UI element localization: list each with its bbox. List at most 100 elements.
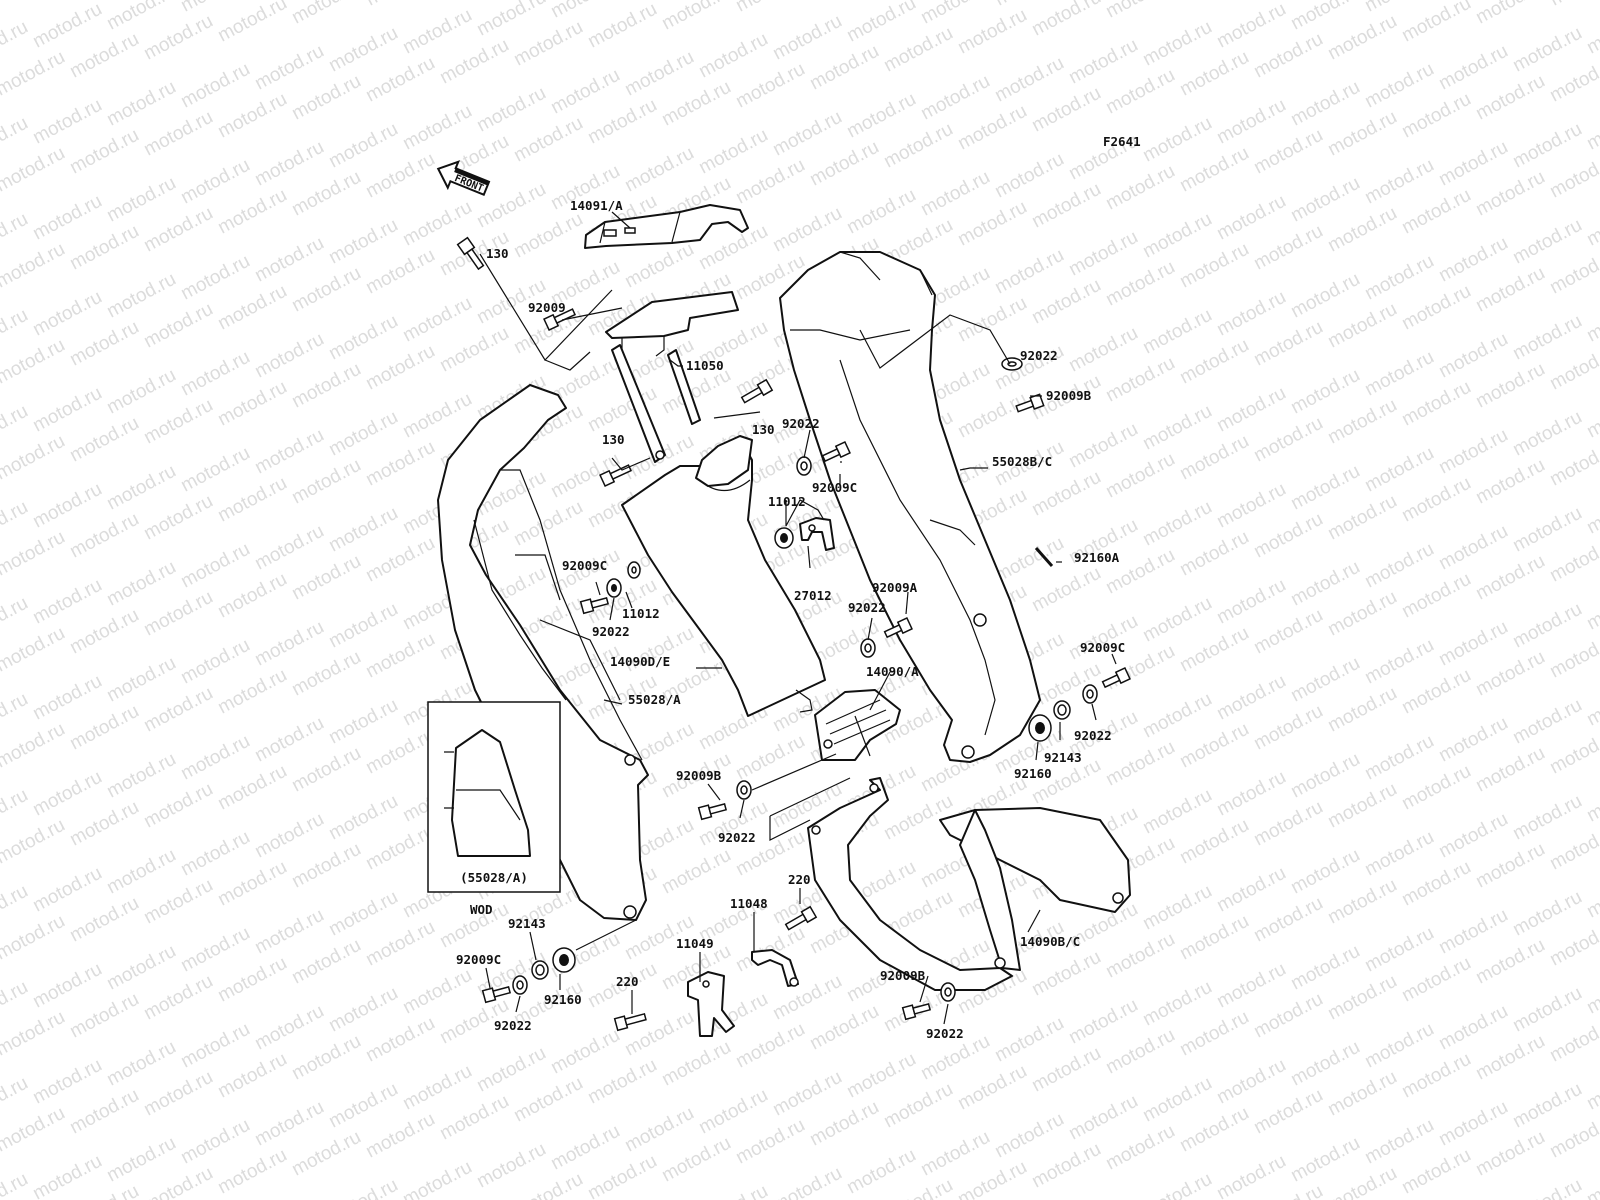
watermark-text: motod.ru: [214, 953, 290, 1007]
watermark-text: motod.ru: [399, 1157, 475, 1200]
watermark-text: motod.ru: [362, 1109, 438, 1163]
watermark-text: motod.ru: [362, 821, 438, 875]
watermark-text: motod.ru: [1250, 413, 1326, 467]
watermark-text: motod.ru: [1065, 227, 1141, 281]
watermark-text: motod.ru: [547, 1025, 623, 1079]
watermark-text: motod.ru: [1583, 1061, 1600, 1115]
watermark-text: motod.ru: [66, 221, 142, 275]
watermark-text: motod.ru: [1472, 551, 1548, 605]
watermark-text: motod.ru: [177, 443, 253, 497]
watermark-text: motod.ru: [1324, 587, 1400, 641]
inset-variant-label: WOD: [470, 902, 493, 917]
watermark-text: motod.ru: [1472, 359, 1548, 413]
lower-center-panel: [807, 777, 1013, 991]
watermark-text: motod.ru: [177, 347, 253, 401]
collar-92143-b-icon: [531, 960, 549, 980]
watermark-text: motod.ru: [399, 293, 475, 347]
watermark-text: motod.ru: [843, 185, 919, 239]
watermark-text: motod.ru: [436, 1091, 512, 1145]
watermark-text: motod.ru: [584, 1055, 660, 1109]
watermark-text: motod.ru: [0, 305, 32, 359]
watermark-text: motod.ru: [621, 143, 697, 197]
watermark-text: motod.ru: [1324, 1067, 1400, 1121]
watermark-text: motod.ru: [29, 767, 105, 821]
part-label: 130: [602, 432, 625, 447]
watermark-text: motod.ru: [177, 539, 253, 593]
watermark-text: motod.ru: [1287, 365, 1363, 419]
watermark-text: motod.ru: [214, 185, 290, 239]
watermark-text: motod.ru: [954, 197, 1030, 251]
watermark-text: motod.ru: [1583, 869, 1600, 923]
watermark-text: motod.ru: [1250, 1085, 1326, 1139]
watermark-text: motod.ru: [1398, 0, 1474, 46]
watermark-text: motod.ru: [177, 731, 253, 785]
watermark-text: motod.ru: [0, 977, 32, 1031]
watermark-text: motod.ru: [1065, 995, 1141, 1049]
watermark-text: motod.ru: [1583, 389, 1600, 443]
watermark-text: motod.ru: [0, 239, 69, 293]
watermark-text: motod.ru: [103, 173, 179, 227]
watermark-text: motod.ru: [0, 623, 69, 677]
watermark-text: motod.ru: [843, 1049, 919, 1103]
watermark-text: motod.ru: [843, 0, 919, 46]
watermark-text: motod.ru: [473, 1139, 549, 1193]
watermark-text: motod.ru: [658, 1037, 734, 1091]
part-label: 92009C: [1080, 640, 1125, 655]
watermark-text: motod.ru: [1324, 1163, 1400, 1200]
watermark-text: motod.ru: [288, 359, 364, 413]
watermark-text: motod.ru: [769, 107, 845, 161]
watermark-text: motod.ru: [325, 1079, 401, 1133]
watermark-text: motod.ru: [1583, 965, 1600, 1019]
watermark-text: motod.ru: [1324, 779, 1400, 833]
watermark-text: motod.ru: [0, 335, 69, 389]
watermark-text: motod.ru: [1435, 41, 1511, 95]
watermark-text: motod.ru: [1472, 839, 1548, 893]
watermark-text: motod.ru: [177, 1019, 253, 1073]
part-label: 92022: [926, 1026, 964, 1041]
watermark-text: motod.ru: [1509, 1079, 1585, 1133]
watermark-text: motod.ru: [1324, 491, 1400, 545]
watermark-text: motod.ru: [658, 0, 734, 34]
washer-92022-f-icon: [736, 780, 752, 800]
watermark-text: motod.ru: [325, 23, 401, 77]
watermark-text: motod.ru: [1287, 0, 1363, 34]
watermark-text: motod.ru: [1287, 845, 1363, 899]
bolt-92009C-d-icon: [481, 986, 512, 1004]
watermark-text: motod.ru: [177, 59, 253, 113]
watermark-text: motod.ru: [140, 107, 216, 161]
watermark-text: motod.ru: [1324, 11, 1400, 65]
part-label: 92022: [494, 1018, 532, 1033]
watermark-text: motod.ru: [214, 1049, 290, 1103]
watermark-text: motod.ru: [1472, 647, 1548, 701]
part-label: 92022: [718, 830, 756, 845]
watermark-text: motod.ru: [0, 719, 69, 773]
bolt-92009C-c-icon: [1101, 667, 1131, 689]
watermark-text: motod.ru: [917, 167, 993, 221]
watermark-text: motod.ru: [1361, 59, 1437, 113]
watermark-text: motod.ru: [954, 101, 1030, 155]
watermark-text: motod.ru: [251, 713, 327, 767]
watermark-text: motod.ru: [29, 1151, 105, 1200]
watermark-text: motod.ru: [1546, 533, 1600, 587]
watermark-text: motod.ru: [991, 1109, 1067, 1163]
bolt-220-b-icon: [613, 1012, 647, 1032]
part-label: 14090D/E: [610, 654, 670, 669]
watermark-text: motod.ru: [362, 629, 438, 683]
bolt-92009C-b-icon: [579, 597, 610, 615]
watermark-text: motod.ru: [177, 1115, 253, 1169]
watermark-text: motod.ru: [0, 113, 32, 167]
watermark-text: motod.ru: [732, 59, 808, 113]
part-label: 92009B: [1046, 388, 1092, 403]
watermark-text: motod.ru: [66, 605, 142, 659]
leader-lines: [479, 211, 1117, 1025]
watermark-text: motod.ru: [288, 1127, 364, 1181]
watermark-text: motod.ru: [214, 0, 290, 46]
watermark-text: motod.ru: [1546, 1013, 1600, 1067]
watermark-text: motod.ru: [214, 569, 290, 623]
watermark-text: motod.ru: [1213, 671, 1289, 725]
watermark-text: motod.ru: [1472, 743, 1548, 797]
watermark-text: motod.ru: [103, 0, 179, 34]
watermark-text: motod.ru: [1139, 977, 1215, 1031]
watermark-text: motod.ru: [288, 935, 364, 989]
watermark-text: motod.ru: [880, 1079, 956, 1133]
